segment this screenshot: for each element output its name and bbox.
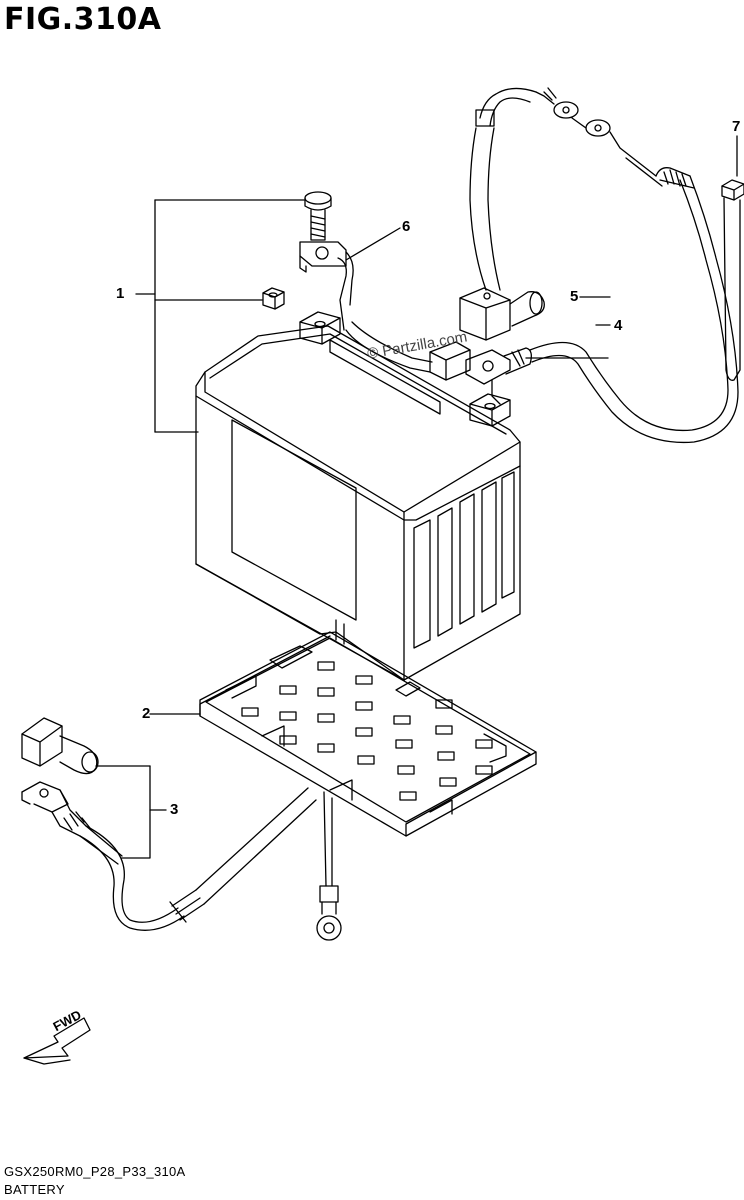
callout-6: 6 <box>402 218 411 235</box>
footer-code: GSX250RM0_P28_P33_310A <box>4 1164 186 1179</box>
tray-holes <box>242 662 492 800</box>
figure-title: FIG.310A <box>4 2 162 37</box>
cable-tie <box>722 136 744 380</box>
callout-3: 3 <box>170 801 179 818</box>
fwd-arrow-icon <box>24 1018 90 1064</box>
callout-1: 1 <box>116 285 125 302</box>
positive-lead-terminal <box>300 228 400 330</box>
callout-7: 7 <box>732 118 741 135</box>
negative-lead-cable <box>22 718 341 940</box>
positive-lead-cable <box>346 88 738 442</box>
battery-tray <box>150 632 536 836</box>
battery-nut <box>263 288 284 309</box>
footer-name: BATTERY <box>4 1182 65 1197</box>
battery-bolt <box>305 192 331 240</box>
callout-2: 2 <box>142 705 151 722</box>
callout-4: 4 <box>614 317 623 334</box>
battery-body <box>196 312 520 680</box>
callout-5: 5 <box>570 288 579 305</box>
callout-1-bracket <box>136 200 304 432</box>
